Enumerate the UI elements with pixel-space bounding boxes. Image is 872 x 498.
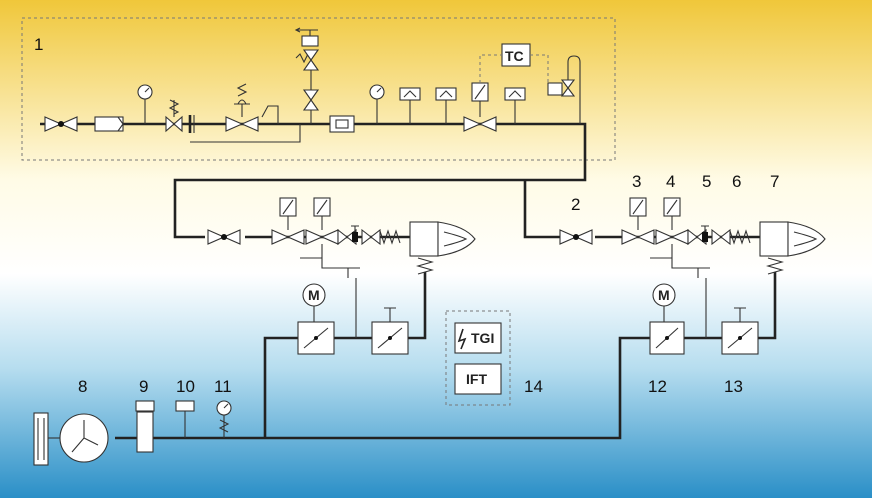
right-valve-4-icon: [711, 228, 731, 246]
solenoid-valve-icon: [463, 116, 497, 132]
right-burner-components: [559, 197, 826, 355]
label-2: 2: [571, 195, 580, 214]
right-burner-body-icon: [759, 221, 789, 257]
label-3: 3: [632, 172, 641, 191]
pilot-actuator-icon: [547, 82, 563, 96]
pressure-switch-2-icon: [435, 87, 457, 101]
fan-inlet-icon: [33, 412, 49, 466]
label-14: 14: [524, 377, 543, 396]
right-double-valve-1-icon: [621, 229, 655, 245]
flow-meter-icon: [329, 115, 355, 133]
label-1: 1: [34, 35, 43, 54]
tc-label: TC: [505, 48, 524, 64]
air-right-up: [758, 272, 777, 340]
section-1-boundary: [21, 17, 616, 161]
right-burner-nozzle-icon: [787, 221, 826, 257]
lightning-icon: [457, 328, 467, 350]
vent-valve-icon: [302, 49, 320, 71]
label-11: 11: [214, 377, 232, 396]
tgi-box: [454, 322, 502, 354]
section-14-boundary: [445, 310, 511, 406]
right-valve-3-icon: [687, 228, 707, 246]
left-valve-3-icon: [337, 228, 357, 246]
label-6: 6: [732, 172, 741, 191]
relief-valve-icon: [165, 115, 183, 133]
pilot-valve-icon: [560, 79, 576, 97]
air-left-up: [408, 272, 427, 340]
pressure-switch-3-icon: [504, 87, 526, 101]
vent-box-icon: [301, 35, 319, 47]
vent-valve-2-icon: [302, 89, 320, 111]
label-13: 13: [724, 377, 743, 396]
air-branch-left: [263, 336, 298, 438]
air-pressure-switch-9-icon: [135, 400, 155, 412]
fan-section: [33, 400, 232, 466]
section-1-components: [44, 27, 581, 143]
tgi-label: TGI: [471, 330, 494, 346]
left-double-valve-1-icon: [271, 229, 305, 245]
left-valve-4-icon: [361, 228, 381, 246]
air-filter-icon: [136, 411, 154, 453]
label-4: 4: [666, 172, 675, 191]
left-burner-components: [207, 197, 476, 355]
right-motor-label: M: [658, 287, 670, 303]
air-pressure-switch-10-icon: [175, 400, 195, 412]
label-10: 10: [176, 377, 195, 396]
branch-pipe-right: [523, 180, 560, 239]
label-9: 9: [139, 377, 148, 396]
pressure-switch-1-icon: [399, 87, 421, 101]
ift-label: IFT: [466, 371, 487, 387]
label-8: 8: [78, 377, 87, 396]
right-air-damper-icon: [649, 321, 685, 355]
controls-14: TGI IFT: [454, 322, 502, 395]
label-5: 5: [702, 172, 711, 191]
left-motor-label: M: [308, 287, 320, 303]
left-burner-body-icon: [409, 221, 439, 257]
number-labels: 1 2 3 4 5 6 7 8 9 10 11 12 13 14: [34, 35, 779, 396]
regulator-icon: [225, 116, 259, 132]
label-7: 7: [770, 172, 779, 191]
left-burner-nozzle-icon: [437, 221, 476, 257]
ift-box: [454, 363, 502, 395]
air-pipe: [115, 336, 650, 440]
filter-icon: [94, 116, 124, 132]
label-12: 12: [648, 377, 667, 396]
